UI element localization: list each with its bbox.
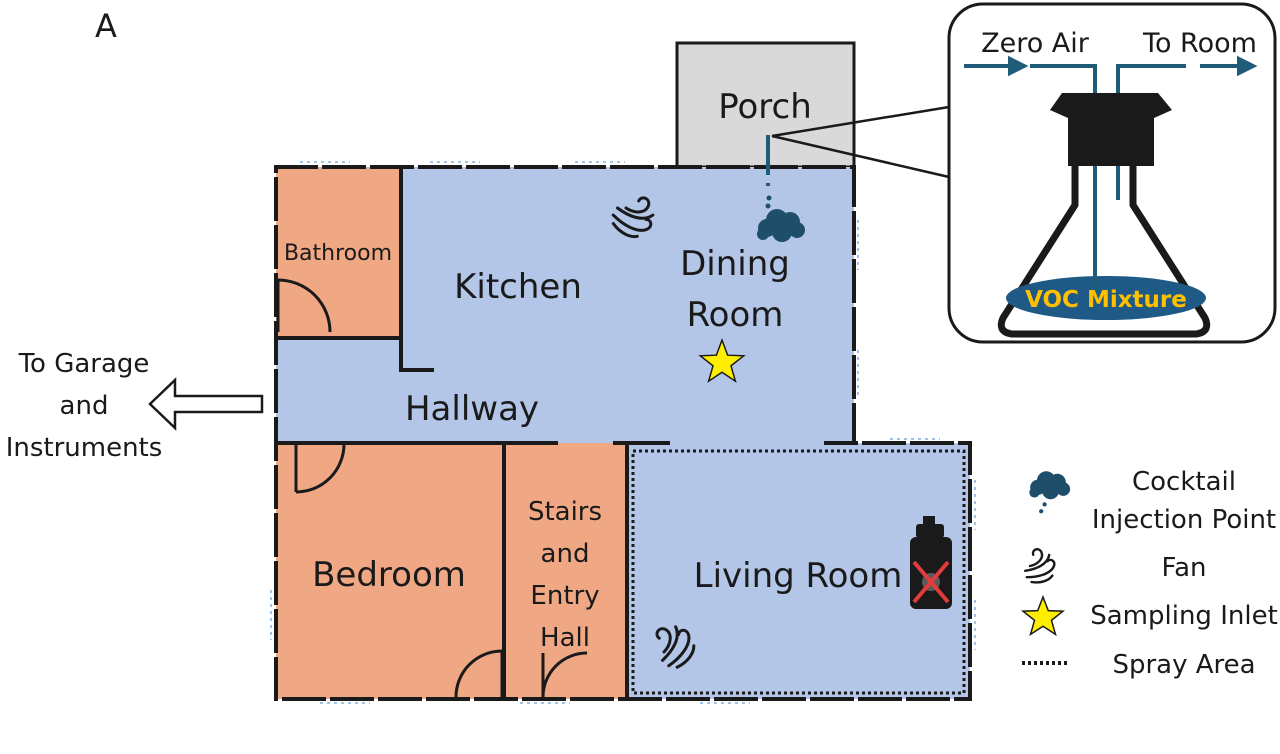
flask-outline <box>997 163 1211 338</box>
legend-cocktail-2: Injection Point <box>1092 505 1276 535</box>
stairs-label-4: Hall <box>540 623 590 653</box>
kitchen-dining-hallway-area <box>276 167 854 443</box>
flask-stopper <box>1050 93 1172 166</box>
bedroom-label: Bedroom <box>312 555 466 595</box>
exit-label-2: and <box>60 391 109 421</box>
spray-can-icon <box>910 516 952 609</box>
panel-label: A <box>95 7 117 45</box>
cloud-injection-icon <box>757 195 805 242</box>
dining-label-1: Dining <box>680 244 790 284</box>
inset-arrows <box>964 55 1258 77</box>
hallway-label: Hallway <box>405 389 539 429</box>
stairs-label-3: Entry <box>530 581 599 611</box>
legend-fan: Fan <box>1162 553 1207 583</box>
legend-sampling: Sampling Inlet <box>1090 601 1278 631</box>
star-icon-legend <box>1020 594 1066 637</box>
bathroom-label: Bathroom <box>284 241 392 266</box>
voc-mixture-fill <box>1006 276 1206 320</box>
exit-label-1: To Garage <box>18 349 150 379</box>
to-room-label: To Room <box>1142 28 1257 59</box>
fan-icon-legend <box>1023 548 1056 584</box>
exit-label-3: Instruments <box>6 433 163 463</box>
star-icon-sampling-inlet <box>698 337 746 383</box>
dining-label-2: Room <box>687 295 784 335</box>
porch-room <box>675 41 856 169</box>
living-room-label: Living Room <box>694 556 903 596</box>
callout-lines <box>771 105 950 179</box>
inset-tubes <box>1030 64 1186 290</box>
exit-arrow-icon <box>148 377 264 431</box>
porch-label: Porch <box>718 87 812 127</box>
walls <box>274 165 972 701</box>
stairs-label-1: Stairs <box>528 497 602 527</box>
spray-area-border <box>631 449 966 695</box>
bedroom-room <box>276 443 504 699</box>
voc-mixture-label: VOC Mixture <box>1025 287 1187 313</box>
windows <box>270 161 976 704</box>
zero-air-label: Zero Air <box>981 28 1090 59</box>
legend-cocktail-1: Cocktail <box>1132 467 1236 497</box>
kitchen-label: Kitchen <box>454 267 582 307</box>
cloud-injection-icon-legend <box>1029 471 1071 514</box>
doors <box>276 278 588 698</box>
legend: Cocktail Injection Point Fan Sampling In… <box>1020 467 1278 680</box>
legend-spray: Spray Area <box>1112 650 1255 680</box>
bathroom-room <box>276 167 401 338</box>
stairs-label-2: and <box>541 539 590 569</box>
stairs-entry-room <box>504 443 627 699</box>
inset-box <box>947 2 1277 344</box>
